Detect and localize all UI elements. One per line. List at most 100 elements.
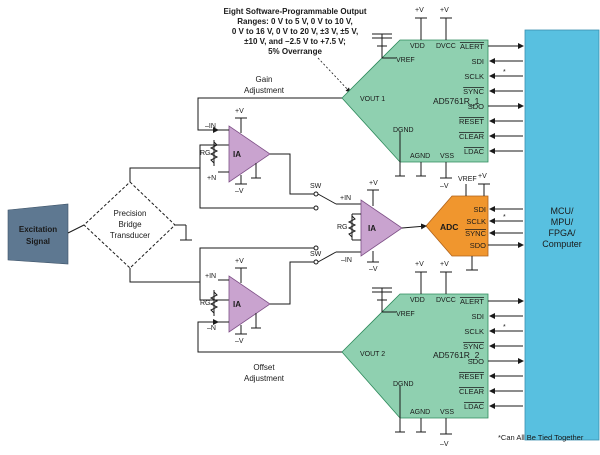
dac1-pin-sdo: SDO bbox=[468, 102, 484, 111]
adc-vref: VREF bbox=[458, 176, 477, 183]
ia1-neg-in: –IN bbox=[205, 123, 216, 130]
ia2-plus-v: +V bbox=[235, 258, 244, 265]
dac1-vout: VOUT 1 bbox=[360, 96, 385, 103]
ia2-label: IA bbox=[233, 300, 241, 309]
dac2-pin-sync: SYNC bbox=[463, 342, 484, 351]
range-note-line4: ±10 V, and –2.5 V to +7.5 V; bbox=[244, 37, 346, 46]
range-note-pointer bbox=[317, 57, 351, 93]
dac1-shape bbox=[341, 39, 489, 163]
excitation-source: Excitation Signal bbox=[7, 203, 69, 265]
bridge-diamond bbox=[83, 181, 176, 269]
ia2-amp: IA +IN –N RG +V –V bbox=[200, 258, 314, 345]
dac1-pin-reset: RESET bbox=[459, 117, 484, 126]
dac1-vdd: VDD bbox=[410, 43, 425, 50]
adc-pin-sdo: SDO bbox=[470, 241, 486, 250]
dac2-vss: VSS bbox=[440, 409, 454, 416]
dac2-vref: VREF bbox=[396, 311, 415, 318]
dac1-vref: VREF bbox=[396, 57, 415, 64]
dac2-sclk-asterisk: * bbox=[503, 324, 506, 331]
dac1-plus-v-b: +V bbox=[440, 7, 449, 14]
dac2-name: AD5761R_2 bbox=[433, 350, 480, 360]
dac2-pin-sdi: SDI bbox=[471, 312, 484, 321]
mcu-label-line2: MPU/ bbox=[551, 217, 574, 227]
dac1-pin-sclk: SCLK bbox=[464, 72, 484, 81]
dac1-pin-clear: CLEAR bbox=[459, 132, 485, 141]
mcu-label-line3: FPGA/ bbox=[548, 228, 576, 238]
gain-adjustment-line1: Gain bbox=[256, 75, 273, 84]
dac2-plus-v-b: +V bbox=[440, 261, 449, 268]
dac1-pin-list: ALERT SDI SCLK * SYNC SDO RESET CLEAR LDAC bbox=[459, 42, 524, 156]
footnote: *Can All Be Tied Together bbox=[498, 433, 584, 442]
dac1-pin-alert: ALERT bbox=[460, 42, 484, 51]
ia3-amp: IA +IN –IN RG +V –V bbox=[337, 180, 427, 273]
dac2-pin-sdo: SDO bbox=[468, 357, 484, 366]
offset-adjustment-line1: Offset bbox=[253, 363, 275, 372]
ia1-minus-v: –V bbox=[235, 188, 244, 195]
dac1-agnd: AGND bbox=[410, 153, 430, 160]
sw2-label: SW bbox=[310, 251, 322, 258]
dac2-pin-reset: RESET bbox=[459, 372, 484, 381]
dac2-block: AD5761R_2 VOUT 2 VREF VDD DVCC DGND AGND… bbox=[341, 261, 489, 448]
offset-adjustment-line2: Adjustment bbox=[244, 374, 285, 383]
ia2-triangle bbox=[228, 275, 271, 333]
dac1-sclk-asterisk: * bbox=[503, 69, 506, 76]
dac1-pin-ldac: LDAC bbox=[464, 147, 485, 156]
ia3-plus-v: +V bbox=[369, 180, 378, 187]
dac1-vss: VSS bbox=[440, 153, 454, 160]
range-note-line3: 0 V to 16 V, 0 V to 20 V, ±3 V, ±5 V, bbox=[232, 27, 358, 36]
adc-sclk-asterisk: * bbox=[503, 214, 506, 221]
dac1-minus-v: –V bbox=[440, 183, 449, 190]
dac2-plus-v-a: +V bbox=[415, 261, 424, 268]
dac2-agnd: AGND bbox=[410, 409, 430, 416]
adc-pin-sync: SYNC bbox=[465, 229, 486, 238]
ia2-pos-in: +IN bbox=[205, 273, 216, 280]
adc-shape bbox=[425, 195, 489, 257]
range-note-line1: Eight Software-Programmable Output bbox=[223, 7, 366, 16]
switches: SW SW bbox=[199, 168, 361, 282]
adc-pin-sdi: SDI bbox=[473, 205, 486, 214]
range-note-line2: Ranges: 0 V to 5 V, 0 V to 10 V, bbox=[237, 17, 352, 26]
mcu-label-line1: MCU/ bbox=[551, 206, 574, 216]
ia3-rg: RG bbox=[337, 224, 348, 231]
dac1-dvcc: DVCC bbox=[436, 43, 456, 50]
ia1-plus-v: +V bbox=[235, 108, 244, 115]
ia1-pos-n: +N bbox=[207, 175, 216, 182]
dac1-name: AD5761R_1 bbox=[433, 96, 480, 106]
dac1-dgnd: DGND bbox=[393, 127, 414, 134]
dac2-dgnd: DGND bbox=[393, 381, 414, 388]
ia3-label: IA bbox=[368, 224, 376, 233]
bridge-line2: Bridge bbox=[118, 220, 142, 229]
dac1-pin-sync: SYNC bbox=[463, 87, 484, 96]
ia1-amp: IA –IN +N RG +V –V bbox=[200, 108, 314, 195]
dac2-shape bbox=[341, 293, 489, 419]
ia3-triangle bbox=[360, 199, 403, 257]
ia2-neg-n: –N bbox=[207, 325, 216, 332]
mcu-label-line4: Computer bbox=[542, 239, 582, 249]
sw1-label: SW bbox=[310, 183, 322, 190]
ia3-minus-v: –V bbox=[369, 266, 378, 273]
dac1-block: AD5761R_1 VOUT 1 VREF VDD DVCC DGND AGND… bbox=[341, 7, 489, 190]
dac2-dvcc: DVCC bbox=[436, 297, 456, 304]
dac2-pin-clear: CLEAR bbox=[459, 387, 485, 396]
adc-plus-v: +V bbox=[478, 173, 487, 180]
ia1-triangle bbox=[228, 125, 271, 183]
excitation-line1: Excitation bbox=[19, 225, 57, 234]
bridge-line1: Precision bbox=[114, 209, 147, 218]
ia1-label: IA bbox=[233, 150, 241, 159]
adc-label: ADC bbox=[440, 222, 458, 232]
dac2-vout: VOUT 2 bbox=[360, 351, 385, 358]
gain-adjustment-line2: Adjustment bbox=[244, 86, 285, 95]
range-note-line5: 5% Overrange bbox=[268, 47, 322, 56]
ia2-minus-v: –V bbox=[235, 338, 244, 345]
dac2-pin-alert: ALERT bbox=[460, 297, 484, 306]
range-note: Eight Software-Programmable Output Range… bbox=[223, 7, 367, 93]
dac1-pin-sdi: SDI bbox=[471, 57, 484, 66]
adc-pin-list: SDI SCLK * SYNC SDO bbox=[465, 205, 524, 250]
ia3-pos-in: +IN bbox=[340, 195, 351, 202]
adc-pin-sclk: SCLK bbox=[466, 217, 486, 226]
dac2-vdd: VDD bbox=[410, 297, 425, 304]
ia2-rg: RG bbox=[200, 300, 211, 307]
excitation-line2: Signal bbox=[26, 237, 50, 246]
